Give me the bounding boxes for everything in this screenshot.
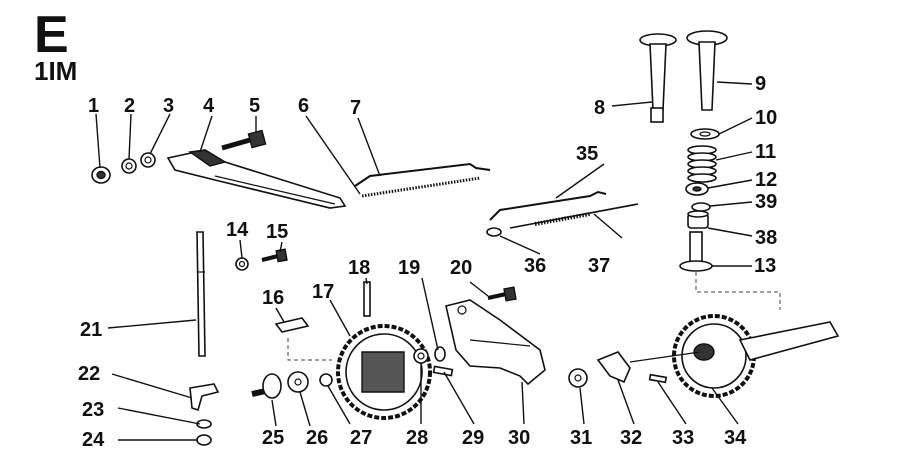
callout-11: 11 [755,141,776,163]
part-4-lever [166,149,347,209]
callout-8: 8 [594,97,605,119]
callout-labels: 1 2 3 4 5 6 7 8 9 10 11 12 13 14 15 16 1… [78,73,777,451]
callout-29: 29 [462,427,484,449]
callout-1: 1 [88,95,99,117]
part-20-bolt [487,286,517,302]
part-38-sleeve [687,210,709,229]
part-21-shaft [196,231,206,357]
callout-2: 2 [124,95,135,117]
assembly-line-13-34 [695,272,781,310]
part-1-nut [91,166,111,184]
callout-39: 39 [755,191,777,213]
part-16-clip [274,317,310,333]
callout-13: 13 [754,255,776,277]
part-22-bracket [189,383,220,412]
part-17-gear [336,324,432,420]
section-code: 1IM [34,56,77,86]
part-26-washer [287,371,309,393]
callout-30: 30 [508,427,530,449]
callout-10: 10 [755,107,777,129]
part-25-spool [251,373,282,399]
part-9-valve [686,30,728,111]
callout-33: 33 [672,427,694,449]
part-19-ring [434,346,446,362]
part-34-camshaft [629,314,840,398]
callout-31: 31 [570,427,592,449]
callout-37: 37 [588,255,610,277]
callout-4: 4 [203,95,215,117]
part-2-washer [121,158,137,174]
callout-17: 17 [312,281,334,303]
part-13-tappet [679,231,713,272]
callout-16: 16 [262,287,284,309]
part-12-nut [685,182,709,196]
callout-25: 25 [262,427,284,449]
assembly-line-16-17 [287,338,332,361]
part-30-cover [445,299,546,386]
callout-28: 28 [406,427,428,449]
callout-3: 3 [163,95,174,117]
part-31-washer [568,368,588,388]
part-10-retainer [690,128,720,140]
part-37-spring [509,203,639,229]
section-letter: E [34,6,69,64]
callout-6: 6 [298,95,309,117]
part-8-valve [639,33,677,123]
callout-14: 14 [226,219,249,241]
part-11-spring [687,145,717,183]
callout-27: 27 [350,427,372,449]
callout-21: 21 [80,319,102,341]
callout-9: 9 [755,73,766,95]
callout-20: 20 [450,257,472,279]
callout-7: 7 [350,97,361,119]
callout-15: 15 [266,221,288,243]
callout-34: 34 [724,427,747,449]
part-35-rod [489,190,607,221]
part-29-pin [432,365,454,377]
callout-32: 32 [620,427,642,449]
part-27-clip [319,373,333,387]
callout-35: 35 [576,143,598,165]
part-6-spring [361,176,481,198]
part-28-washer [413,348,429,364]
part-33-pin [648,373,668,384]
part-14-washer [235,257,249,271]
part-24-nut [196,434,212,446]
callout-18: 18 [348,257,370,279]
part-15-screw [261,248,288,263]
part-32-weight [596,351,631,384]
callout-24: 24 [82,429,105,451]
callout-36: 36 [524,255,546,277]
part-18-pin [363,281,371,317]
callout-23: 23 [82,399,104,421]
part-7-rod [354,162,491,187]
callout-5: 5 [249,95,260,117]
callout-38: 38 [755,227,777,249]
callout-22: 22 [78,363,100,385]
callout-19: 19 [398,257,420,279]
part-36-eyelet [486,227,502,237]
leader-lines [95,81,753,441]
part-3-washer [140,152,156,168]
part-39-ring [691,202,711,212]
callout-26: 26 [306,427,328,449]
part-5-bolt [221,129,267,151]
callout-12: 12 [755,169,777,191]
